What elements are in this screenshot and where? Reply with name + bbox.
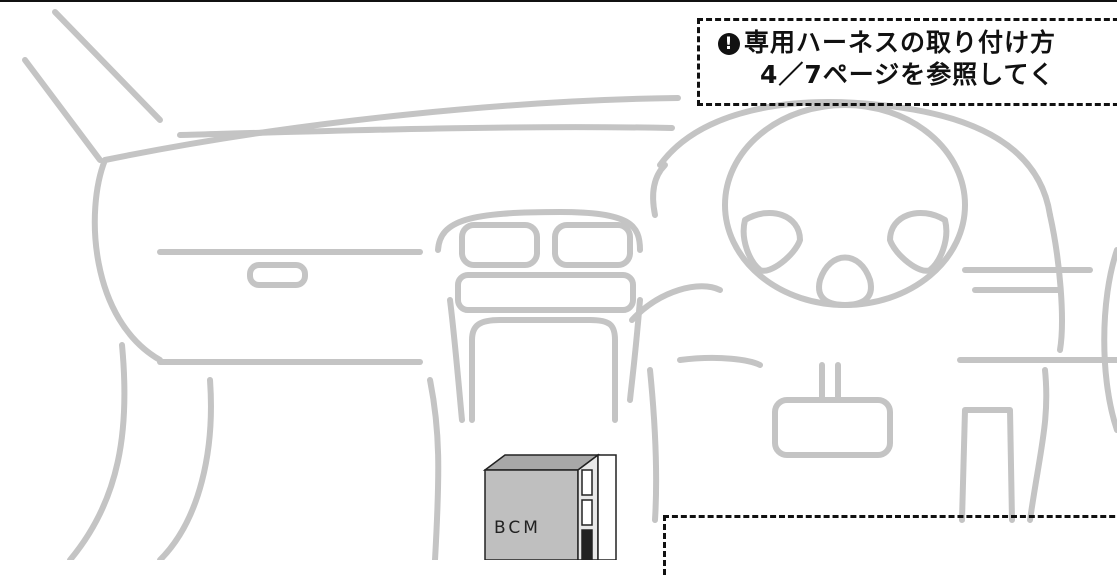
right-pillar — [1101, 247, 1117, 433]
audio-unit — [455, 272, 636, 313]
steering-column — [819, 362, 841, 401]
notice-box: !専用ハーネスの取り付け方 4／7ページを参照してく — [697, 18, 1117, 106]
footwell-left2 — [647, 367, 660, 523]
bcm-module — [482, 453, 617, 560]
dash-top — [102, 95, 681, 163]
footwell-left — [629, 283, 723, 323]
cluster-lower — [650, 162, 668, 218]
steering-wheel-outer — [722, 102, 968, 308]
cluster-hood — [657, 99, 1053, 218]
exclamation-circle-icon: ! — [718, 33, 740, 55]
dashboard-illustration — [22, 9, 1117, 560]
console-box — [469, 317, 618, 423]
bcm-front-face — [484, 469, 579, 560]
footwell-right — [1027, 367, 1050, 523]
right-trim — [1047, 212, 1065, 353]
bcm-label: BCM — [494, 518, 541, 538]
notice-line1: 専用ハーネスの取り付け方 — [744, 28, 1057, 57]
center-stack-top — [435, 209, 643, 253]
pedal-brake — [772, 397, 893, 458]
dash-top-inner — [177, 124, 675, 138]
bcm-connector-1 — [581, 469, 593, 496]
vent-right — [552, 222, 633, 268]
steering-spoke-left — [740, 209, 803, 274]
vent-left — [459, 222, 540, 268]
lower-notice-box — [663, 515, 1117, 575]
steering-spoke-right — [887, 209, 950, 274]
pedal-accel — [959, 407, 1015, 523]
dash-left-edge — [91, 157, 163, 363]
glovebox-handle — [247, 262, 308, 288]
bcm-bracket — [597, 454, 617, 560]
top-border — [0, 0, 1117, 2]
console-left — [447, 297, 465, 423]
bcm-connector-2 — [581, 499, 593, 526]
bcm-connector-3 — [581, 529, 593, 560]
footwell-center — [677, 354, 763, 368]
notice-line2: 4／7ページを参照してく — [760, 60, 1055, 89]
kick-panel — [427, 377, 442, 560]
left-panel-inner — [157, 377, 214, 560]
left-panel-curve — [67, 342, 128, 560]
notice-text: !専用ハーネスの取り付け方 4／7ページを参照してく — [718, 27, 1056, 91]
a-pillar-outer — [52, 9, 163, 123]
a-pillar-inner — [22, 57, 103, 163]
steering-hub — [816, 254, 874, 308]
